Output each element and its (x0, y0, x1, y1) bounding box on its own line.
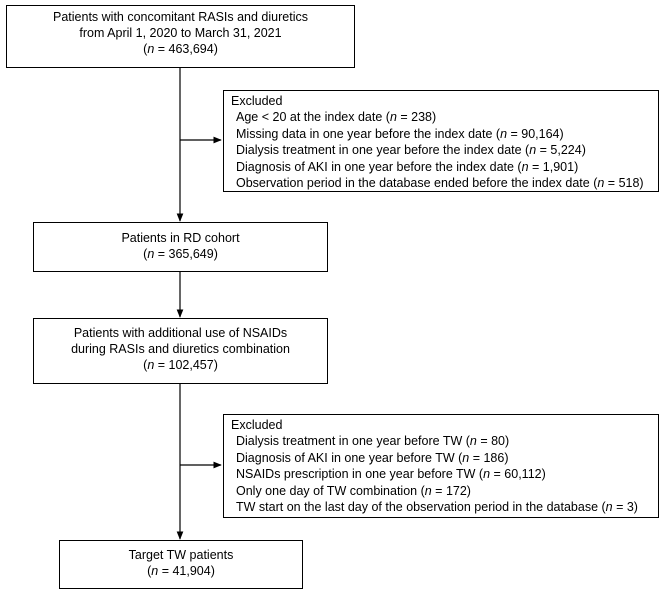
all-patients-box: Patients with concomitant RASIs and diur… (6, 5, 355, 68)
rd-cohort-box: Patients in RD cohort (n = 365,649) (33, 222, 328, 272)
exclusion-item: Diagnosis of AKI in one year before the … (236, 159, 579, 174)
box-line: from April 1, 2020 to March 31, 2021 (79, 26, 282, 40)
exclusion-item: Dialysis treatment in one year before th… (236, 143, 586, 158)
exclusion-item: Missing data in one year before the inde… (236, 126, 564, 141)
box-count: (n = 365,649) (143, 247, 218, 261)
exclusion-item: Dialysis treatment in one year before TW… (236, 434, 510, 449)
box-count: (n = 463,694) (143, 42, 218, 56)
exclusion-item: NSAIDs prescription in one year before T… (236, 467, 546, 482)
exclusion-item: TW start on the last day of the observat… (236, 500, 638, 515)
box-line: during RASIs and diuretics combination (71, 342, 290, 356)
box-line: Patients with concomitant RASIs and diur… (53, 10, 308, 24)
exclusion-item: Age < 20 at the index date (n = 238) (236, 110, 437, 125)
box-line: Patients in RD cohort (121, 231, 240, 245)
exclusion-item: Only one day of TW combination (n = 172) (236, 483, 471, 498)
box-line: Target TW patients (128, 548, 234, 562)
exclusion-title: Excluded (231, 418, 283, 432)
target-box: Target TW patients (n = 41,904) (59, 540, 303, 589)
exclusion-title: Excluded (231, 94, 283, 108)
exclusion-box-1: Excluded Age < 20 at the index date (n =… (223, 90, 659, 192)
exclusion-item: Diagnosis of AKI in one year before TW (… (236, 450, 509, 465)
exclusion-item: Observation period in the database ended… (236, 176, 644, 191)
box-line: Patients with additional use of NSAIDs (73, 326, 288, 340)
box-count: (n = 102,457) (143, 358, 218, 372)
nsaid-users-box: Patients with additional use of NSAIDs d… (33, 318, 328, 384)
exclusion-box-2: Excluded Dialysis treatment in one year … (223, 414, 659, 518)
box-count: (n = 41,904) (147, 564, 215, 578)
